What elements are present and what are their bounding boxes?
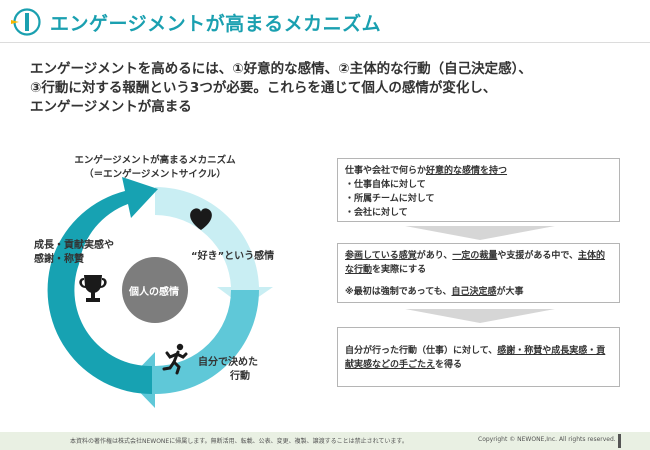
box1-text: 仕事や会社で何らか bbox=[345, 166, 427, 176]
center-circle bbox=[122, 257, 188, 323]
action-label-line-1: 自分で決めた bbox=[198, 357, 258, 368]
box2-underlined: 参画している感覚 bbox=[345, 251, 417, 261]
summary-text: エンゲージメントを高めるには、①好意的な感情、②主体的な行動（自己決定感）、 ③… bbox=[30, 60, 620, 117]
box1-underlined: 好意的な感情を持つ bbox=[426, 166, 508, 176]
newone-logo-icon bbox=[11, 8, 41, 36]
box1-heading: 仕事や会社で何らか好意的な感情を持つ bbox=[345, 164, 612, 178]
action-label-line-2: 行動 bbox=[230, 371, 250, 382]
box2-note-text: ※最初は強制であっても、 bbox=[345, 287, 452, 297]
cycle-title-line-2: （＝エンゲージメントサイクル） bbox=[84, 169, 226, 180]
header-divider bbox=[0, 42, 650, 43]
reward-label-line-1: 成長・貢献実感や bbox=[34, 240, 114, 251]
like-label: “好き”という感情 bbox=[191, 251, 275, 262]
box2-underlined: 一定の裁量 bbox=[452, 251, 498, 261]
box1-item: ・所属チームに対して bbox=[345, 194, 435, 204]
cycle-segment-reward bbox=[47, 177, 158, 395]
box2-text-part: があり、 bbox=[416, 251, 453, 261]
box2-note: ※最初は強制であっても、自己決定感が大事 bbox=[345, 285, 612, 299]
header: エンゲージメントが高まるメカニズム bbox=[0, 0, 650, 44]
cycle-title: エンゲージメントが高まるメカニズム （＝エンゲージメントサイクル） bbox=[40, 154, 270, 182]
runner-icon bbox=[162, 343, 188, 375]
step-box-reward: 自分が行った行動（仕事）に対して、感謝・称賛や成長実感・貢献実感などの手ごたえを… bbox=[337, 327, 620, 387]
box3-text-part: を得る bbox=[435, 360, 463, 370]
cycle-segment-action bbox=[128, 290, 259, 408]
summary-line-3: エンゲージメントが高まる bbox=[30, 99, 192, 115]
center-label: 個人の感情 bbox=[129, 287, 179, 298]
box2-note-text: が大事 bbox=[496, 287, 524, 297]
box3-text-part: 自分が行った行動（仕事）に対して、 bbox=[345, 346, 498, 356]
page-title: エンゲージメントが高まるメカニズム bbox=[50, 13, 382, 35]
box1-item: ・会社に対して bbox=[345, 208, 408, 218]
down-arrow-icon bbox=[405, 309, 555, 323]
summary-line-2: ③行動に対する報酬という3つが必要。これらを通じて個人の感情が変化し、 bbox=[30, 80, 497, 96]
cycle-title-line-1: エンゲージメントが高まるメカニズム bbox=[74, 155, 236, 166]
box3-underlined: 感謝・称賛や成長実感・貢献実感などの手ごたえ bbox=[345, 346, 606, 370]
box3-text: 自分が行った行動（仕事）に対して、感謝・称賛や成長実感・貢献実感などの手ごたえを… bbox=[345, 344, 612, 372]
footer-notice: 本資料の著作権は株式会社NEWONEに帰属します。無断活用、転載、公表、変更、複… bbox=[70, 438, 408, 445]
box1-item: ・仕事自体に対して bbox=[345, 180, 426, 190]
footer-bar bbox=[618, 434, 621, 448]
box2-text-part: を実際にする bbox=[372, 265, 427, 275]
action-label: 自分で決めた 行動 bbox=[198, 356, 258, 384]
down-arrow-icon bbox=[405, 226, 555, 240]
footer: 本資料の著作権は株式会社NEWONEに帰属します。無断活用、転載、公表、変更、複… bbox=[0, 432, 650, 450]
footer-copyright: Copyright © NEWONE,Inc. All rights reser… bbox=[478, 436, 616, 443]
box2-note-underlined: 自己決定感 bbox=[451, 287, 497, 297]
trophy-icon bbox=[79, 275, 107, 302]
box2-text-part: や支援がある中で、 bbox=[497, 251, 579, 261]
step-box-action: 参画している感覚があり、一定の裁量や支援がある中で、主体的な行動を実際にする ※… bbox=[337, 243, 620, 303]
engagement-cycle-diagram bbox=[47, 177, 273, 408]
box2-text: 参画している感覚があり、一定の裁量や支援がある中で、主体的な行動を実際にする bbox=[345, 249, 612, 277]
reward-label-line-2: 感謝・称賛 bbox=[34, 254, 84, 265]
step-box-feeling: 仕事や会社で何らか好意的な感情を持つ ・仕事自体に対して ・所属チームに対して … bbox=[337, 158, 620, 222]
reward-label: 成長・貢献実感や 感謝・称賛 bbox=[34, 239, 114, 267]
box2-underlined: 主体的な行動 bbox=[345, 251, 606, 275]
summary-line-1: エンゲージメントを高めるには、①好意的な感情、②主体的な行動（自己決定感）、 bbox=[30, 61, 532, 77]
heart-icon bbox=[190, 208, 212, 230]
cycle-segment-like bbox=[155, 186, 273, 307]
